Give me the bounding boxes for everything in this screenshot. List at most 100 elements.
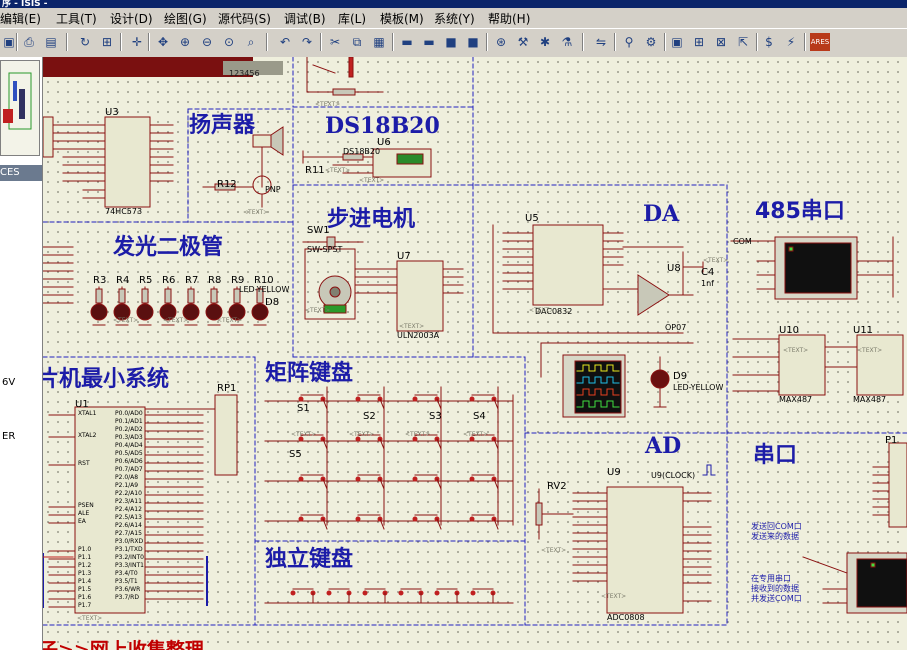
- pick-device-icon[interactable]: ⊛: [495, 35, 507, 49]
- ref-r12[interactable]: R12: [217, 179, 237, 190]
- ref-sw1[interactable]: SW1: [307, 225, 330, 236]
- led-resistor-ref[interactable]: R10: [254, 275, 274, 286]
- note-line-1a: 发送回COM口: [751, 522, 802, 531]
- switch-s2[interactable]: S2: [363, 411, 376, 422]
- exit-sheet-icon[interactable]: ⇱: [737, 35, 749, 49]
- schematic-canvas[interactable]: 扬声器 DS18B20 步进电机 DA 485串口 发光二极管 片机最小系统 矩…: [43, 57, 907, 650]
- property-tool-icon[interactable]: ⚙: [645, 35, 657, 49]
- toolbar-separator: [120, 33, 122, 51]
- menu-graph[interactable]: 绘图(G): [164, 12, 207, 26]
- origin-icon[interactable]: ✛: [131, 35, 143, 49]
- menu-library[interactable]: 库(L): [338, 12, 367, 26]
- cut-icon[interactable]: ✂: [329, 35, 341, 49]
- rs485-section: [730, 236, 904, 396]
- led-resistor-ref[interactable]: R7: [185, 275, 199, 286]
- led-resistor-ref[interactable]: R4: [116, 275, 130, 286]
- area-icon[interactable]: ▤: [45, 35, 57, 49]
- ref-u8[interactable]: U8: [667, 263, 681, 274]
- block-move-icon[interactable]: ▬: [423, 35, 435, 49]
- led-resistor-ref[interactable]: R9: [231, 275, 245, 286]
- menu-debug[interactable]: 调试(B): [284, 12, 326, 26]
- ref-u6[interactable]: U6: [377, 137, 391, 148]
- switch-s1[interactable]: S1: [297, 403, 310, 414]
- standalone-key-pin: [362, 590, 368, 596]
- zoom-in-icon[interactable]: ⊕: [179, 35, 191, 49]
- switch-s4[interactable]: S4: [473, 411, 486, 422]
- text-placeholder: <TEXT>: [163, 317, 189, 324]
- ref-u1[interactable]: U1: [75, 399, 89, 410]
- ref-u3[interactable]: U3: [105, 107, 119, 118]
- paste-icon[interactable]: ▦: [373, 35, 385, 49]
- led-resistor-ref[interactable]: R5: [139, 275, 153, 286]
- overview-window[interactable]: [0, 60, 40, 156]
- wire-autoroute-icon[interactable]: ⇋: [595, 35, 607, 49]
- mcu-pin-label: P2.2/A10: [115, 490, 142, 497]
- toolbar-separator: [392, 33, 394, 51]
- ares-icon[interactable]: ARES: [810, 33, 830, 51]
- decompose-icon[interactable]: ✱: [539, 35, 551, 49]
- ref-u5[interactable]: U5: [525, 213, 539, 224]
- matrix-key-lead: [322, 478, 328, 490]
- make-device-icon[interactable]: ⚒: [517, 35, 529, 49]
- led-resistor-ref[interactable]: R3: [93, 275, 107, 286]
- led-resistor-ref[interactable]: R8: [208, 275, 222, 286]
- print-icon[interactable]: ⎙: [24, 35, 34, 49]
- new-sheet-icon[interactable]: ▣: [671, 35, 683, 49]
- save-icon[interactable]: ▣: [3, 35, 15, 49]
- menu-tools[interactable]: 工具(T): [56, 12, 97, 26]
- ref-rp1[interactable]: RP1: [217, 383, 237, 394]
- ref-d8[interactable]: D8: [265, 297, 280, 308]
- menu-template[interactable]: 模板(M): [380, 12, 424, 26]
- refresh-icon[interactable]: ↻: [79, 35, 91, 49]
- grid-icon[interactable]: ⊞: [101, 35, 113, 49]
- ref-u9[interactable]: U9: [607, 467, 621, 478]
- electrical-check-icon[interactable]: ⚡: [786, 35, 796, 49]
- wire-tool-icon[interactable]: ⚗: [561, 35, 573, 49]
- ref-c4[interactable]: C4: [701, 267, 715, 278]
- menu-help[interactable]: 帮助(H): [488, 12, 531, 26]
- ref-u11[interactable]: U11: [853, 325, 874, 336]
- led-diode: [205, 303, 223, 321]
- switch-s3[interactable]: S3: [429, 411, 442, 422]
- ref-d9[interactable]: D9: [673, 371, 688, 382]
- device-item[interactable]: ER: [2, 431, 16, 442]
- menu-design[interactable]: 设计(D): [110, 12, 153, 26]
- menu-system[interactable]: 系统(Y): [434, 12, 475, 26]
- adc-section: [535, 464, 716, 614]
- led-diode: [228, 303, 246, 321]
- standalone-key-pin: [326, 590, 332, 596]
- devices-header-label: CES: [0, 167, 20, 178]
- mcu-pin-label: P1.5: [78, 586, 92, 593]
- led-diode: [113, 303, 131, 321]
- led-resistor-ref[interactable]: R6: [162, 275, 176, 286]
- switch-s5[interactable]: S5: [289, 449, 302, 460]
- copy-icon[interactable]: ⧉: [352, 35, 362, 49]
- pan-icon[interactable]: ✥: [157, 35, 169, 49]
- rs485-section-title: 485串口: [755, 199, 845, 224]
- ref-p1[interactable]: P1: [885, 435, 898, 446]
- ref-u10[interactable]: U10: [779, 325, 800, 336]
- redo-icon[interactable]: ↷: [301, 35, 313, 49]
- device-item[interactable]: 6V: [2, 377, 16, 388]
- remove-sheet-icon[interactable]: ⊠: [715, 35, 727, 49]
- note-line-2a: 在专用串口: [751, 574, 791, 583]
- search-icon[interactable]: ⚲: [624, 35, 634, 49]
- block-copy-icon[interactable]: ▬: [401, 35, 413, 49]
- zoom-all-icon[interactable]: ⊙: [223, 35, 235, 49]
- ref-u7[interactable]: U7: [397, 251, 411, 262]
- undo-icon[interactable]: ↶: [279, 35, 291, 49]
- part-u10: MAX487: [779, 395, 813, 404]
- ref-rv2[interactable]: RV2: [547, 481, 567, 492]
- ref-r11[interactable]: R11: [305, 165, 325, 176]
- menu-source[interactable]: 源代码(S): [218, 12, 271, 26]
- zoom-out-icon[interactable]: ⊖: [201, 35, 213, 49]
- overview-thumbnail: [3, 72, 32, 130]
- block-delete-icon[interactable]: ■: [467, 35, 479, 49]
- zoom-area-icon[interactable]: ⌕: [247, 35, 255, 49]
- block-rotate-icon[interactable]: ■: [445, 35, 457, 49]
- toolbar-separator: [148, 33, 150, 51]
- add-sheet-icon[interactable]: ⊞: [693, 35, 705, 49]
- text-placeholder: <TEXT>: [305, 307, 331, 314]
- bill-of-materials-icon[interactable]: $: [765, 35, 773, 49]
- menu-edit[interactable]: 编辑(E): [0, 12, 41, 26]
